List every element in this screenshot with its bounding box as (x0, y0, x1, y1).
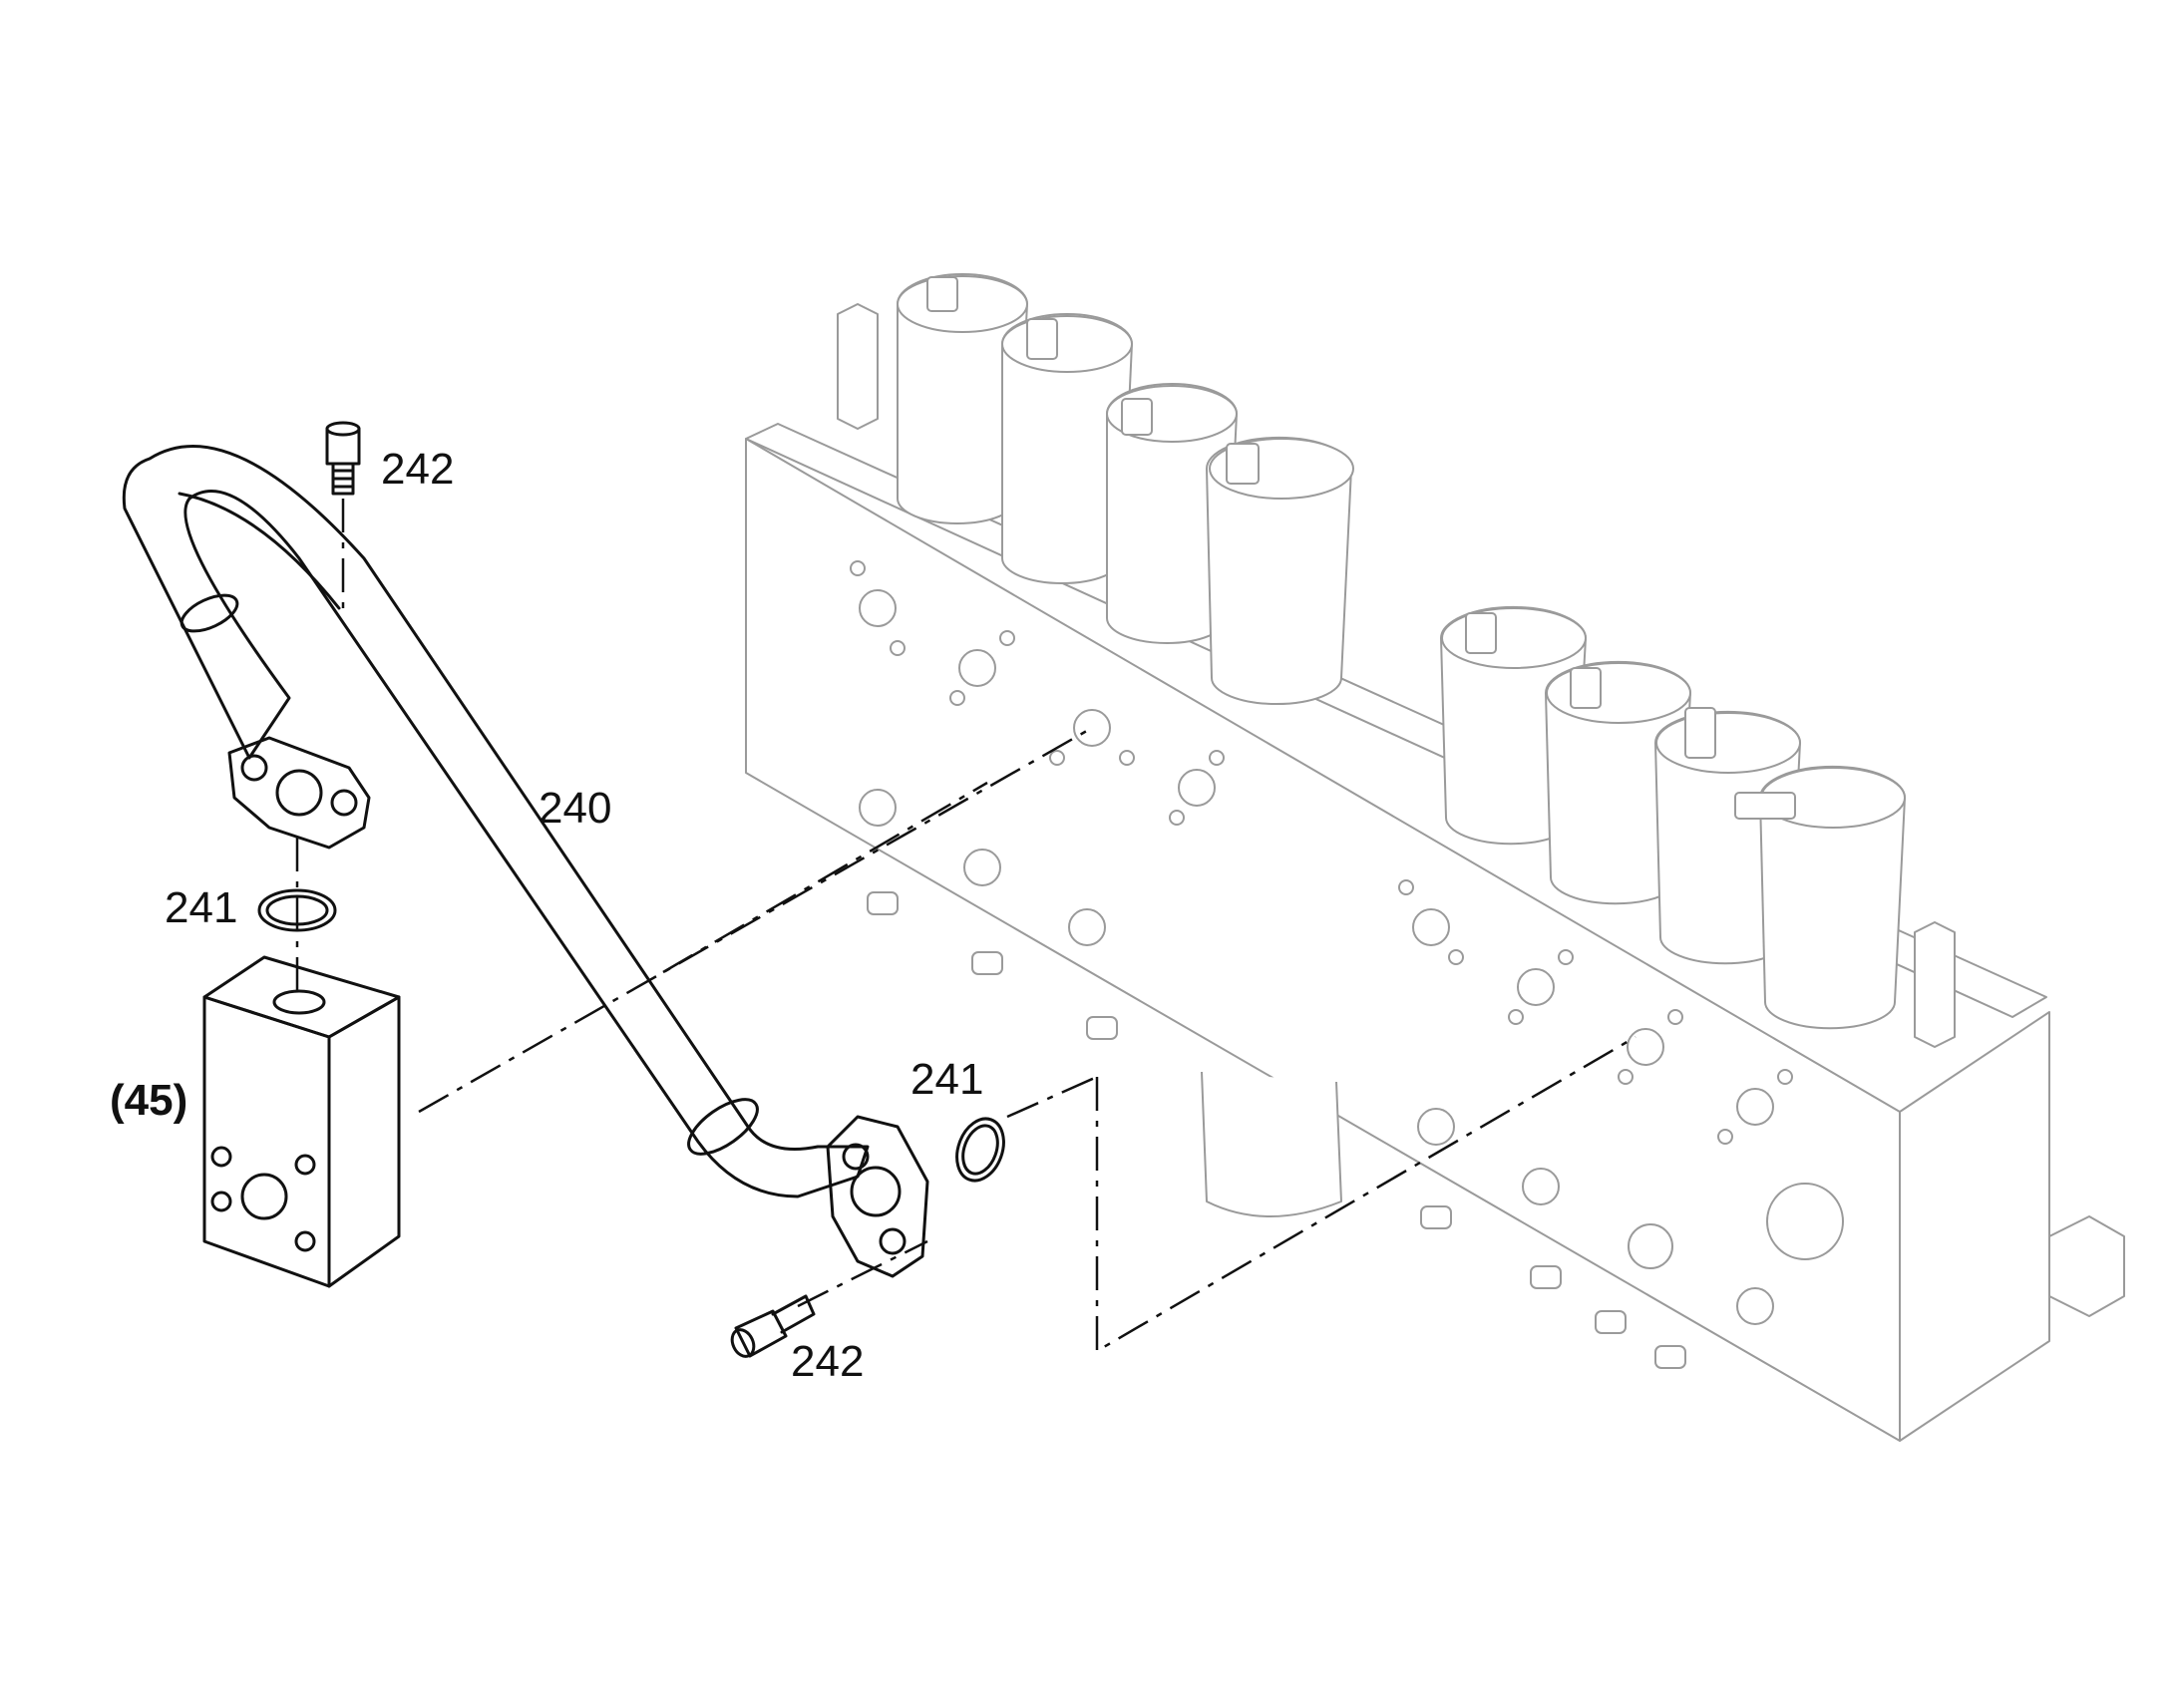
callout-block: (45) (110, 1076, 187, 1125)
control-valve-block (745, 273, 2125, 1442)
solenoid-caps-group-1 (897, 273, 1354, 705)
tube-outer-edge (122, 445, 870, 1198)
valve-block-side-face (1899, 1011, 2050, 1442)
tube-upper-sleeve (180, 593, 239, 633)
valve-port-holes (850, 560, 1844, 1325)
mounting-block (202, 955, 401, 1288)
callout-bolt-bottom: 242 (791, 1337, 864, 1386)
o-ring-right (955, 1117, 1005, 1183)
callout-tube: 240 (539, 784, 611, 833)
solenoid-caps-group-2 (1440, 605, 1906, 1030)
block-top-face (202, 955, 401, 1039)
lower-fittings (867, 891, 1686, 1369)
callout-bolt-top: 242 (381, 445, 454, 494)
bolt-top (325, 421, 361, 496)
callout-oring-right: 241 (910, 1055, 983, 1104)
callout-labels: 242 240 241 (45) 241 242 (110, 445, 983, 1386)
block-side-face (327, 995, 401, 1288)
bolt-bottom (730, 1294, 816, 1358)
tube-sleeve-joint (687, 1098, 759, 1156)
tube-inner-highlight (178, 492, 341, 610)
valve-post-right (1914, 921, 1956, 1048)
upper-flange (227, 736, 371, 850)
callout-oring-left: 241 (165, 883, 237, 932)
valve-post-left (837, 303, 879, 430)
block-front-face (202, 995, 331, 1288)
hydraulic-tube (122, 445, 870, 1198)
valve-end-stub (2048, 1215, 2125, 1317)
assembly-centerlines (295, 499, 1636, 1354)
lower-flange (826, 1115, 929, 1278)
